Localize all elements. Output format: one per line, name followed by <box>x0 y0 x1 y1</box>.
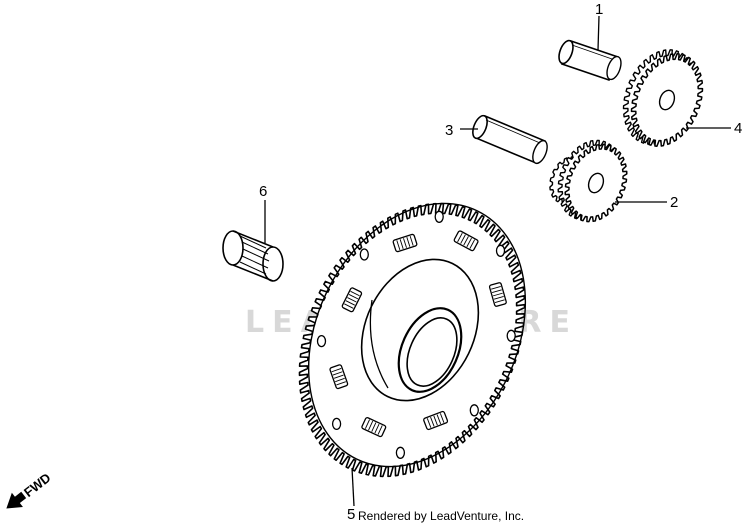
needle-bearing[interactable] <box>222 230 284 282</box>
leader-5 <box>351 467 355 507</box>
callout-3: 3 <box>445 122 453 139</box>
bolt-hole <box>434 210 444 223</box>
bolt-hole <box>316 334 327 348</box>
big-gear-inner-rim <box>307 202 527 468</box>
clutch-roller <box>453 230 479 252</box>
clutch-roller <box>341 287 363 313</box>
idle-gear-shaft-lower[interactable] <box>470 114 550 166</box>
fwd-label: FWD <box>21 470 54 500</box>
fwd-arrow-icon <box>6 491 27 509</box>
starter-driven-gear[interactable] <box>267 167 568 503</box>
lower-shaft-back-end <box>532 139 548 165</box>
idle-gear-shaft-upper[interactable] <box>556 39 623 82</box>
big-gear-bore-outer <box>397 307 463 393</box>
clutch-roller <box>488 282 507 307</box>
upper-shaft-back-end <box>606 55 622 81</box>
callout-labels: 1 2 3 4 5 6 <box>259 1 742 523</box>
clutch-roller <box>361 417 387 438</box>
big-gear-teeth <box>298 202 526 478</box>
big-gear-bore-inner <box>406 317 458 387</box>
idle-gear-small[interactable] <box>549 139 628 223</box>
callout-1: 1 <box>595 1 603 18</box>
bolt-hole <box>395 446 406 459</box>
callout-4: 4 <box>734 120 742 137</box>
gear4-bore <box>658 89 676 111</box>
bearing-bottom-edge <box>232 264 274 282</box>
bolt-hole <box>506 329 516 342</box>
lower-shaft-front-end <box>472 114 488 140</box>
lower-shaft-highlight <box>485 119 541 144</box>
upper-shaft-highlight <box>571 44 613 60</box>
bearing-top-edge <box>232 230 274 248</box>
bolt-hole <box>359 248 369 261</box>
idle-gear-large[interactable] <box>622 49 704 147</box>
bolt-hole <box>331 417 342 431</box>
clutch-roller <box>423 410 449 431</box>
leader-1 <box>597 15 600 51</box>
callout-5: 5 <box>347 506 355 523</box>
bearing-back-face <box>262 246 284 282</box>
upper-shaft-front-end <box>558 39 574 65</box>
callout-2: 2 <box>670 194 678 211</box>
clutch-roller <box>392 233 418 253</box>
big-gear-bolt-holes <box>316 210 516 459</box>
bearing-needles <box>239 235 270 275</box>
one-way-clutch-rollers <box>329 230 507 438</box>
clutch-roller <box>329 364 349 390</box>
fwd-indicator: FWD <box>6 470 54 509</box>
callout-6: 6 <box>259 183 267 200</box>
bolt-hole <box>469 404 479 417</box>
big-gear-hub-side <box>369 299 389 389</box>
bolt-hole <box>495 244 506 257</box>
leader-lines <box>264 15 731 507</box>
gear2-bore <box>587 172 605 194</box>
render-credit: Rendered by LeadVenture, Inc. <box>358 509 524 523</box>
